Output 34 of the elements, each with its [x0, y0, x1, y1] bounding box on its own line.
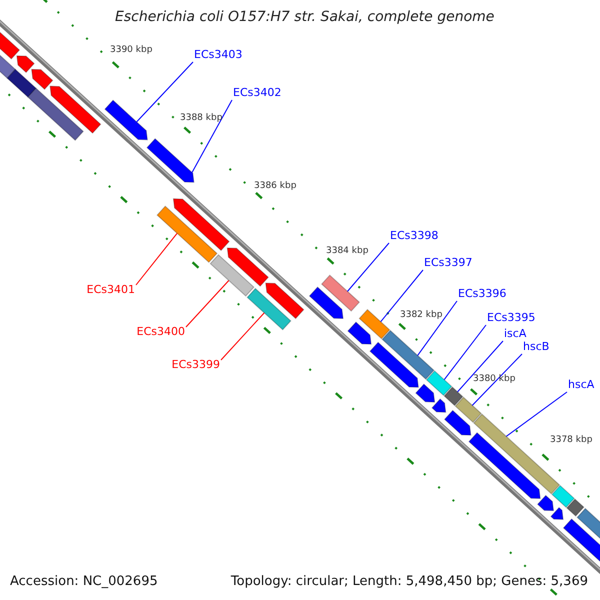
leader-line: [192, 100, 232, 173]
gene-label: ECs3396: [458, 288, 506, 299]
scale-label: 3382 kbp: [400, 311, 442, 320]
gene-label: ECs3398: [390, 230, 438, 241]
leader-line: [136, 232, 178, 286]
gene-label: ECs3400: [136, 326, 185, 337]
scale-label: 3380 kbp: [473, 375, 516, 384]
scale-label: 3388 kbp: [180, 114, 222, 123]
gene-label: iscA: [504, 328, 526, 339]
leader-line: [347, 242, 390, 292]
leader-line: [380, 270, 424, 322]
gene-label: ECs3402: [233, 87, 282, 98]
leader-line: [457, 340, 504, 392]
scale-label: 3384 kbp: [326, 247, 368, 256]
leader-line: [186, 280, 230, 328]
gene-label: hscA: [568, 379, 594, 390]
gene-label: ECs3401: [86, 284, 135, 295]
leader-line: [417, 300, 458, 356]
leader-line: [220, 312, 265, 360]
gene-label: ECs3395: [487, 312, 536, 323]
leader-line: [444, 324, 486, 380]
gene-label: ECs3397: [424, 257, 472, 268]
leader-line: [506, 392, 568, 437]
scale-label: 3390 kbp: [110, 46, 152, 55]
gene-label: ECs3403: [194, 49, 242, 60]
footer-text: Accession: NC_002695: [10, 575, 158, 588]
footer-text: Topology: circular; Length: 5,498,450 bp; Genes: 5,369: [230, 575, 588, 588]
gene-label: hscB: [523, 341, 550, 352]
scale-label: 3378 kbp: [550, 436, 592, 445]
leader-line: [136, 62, 194, 122]
title: Escherichia coli O157:H7 str. Sakai, complete genome: [115, 10, 494, 24]
scale-label: 3386 kbp: [254, 182, 296, 191]
gene-label: ECs3399: [172, 359, 220, 370]
leader-line: [472, 354, 522, 406]
